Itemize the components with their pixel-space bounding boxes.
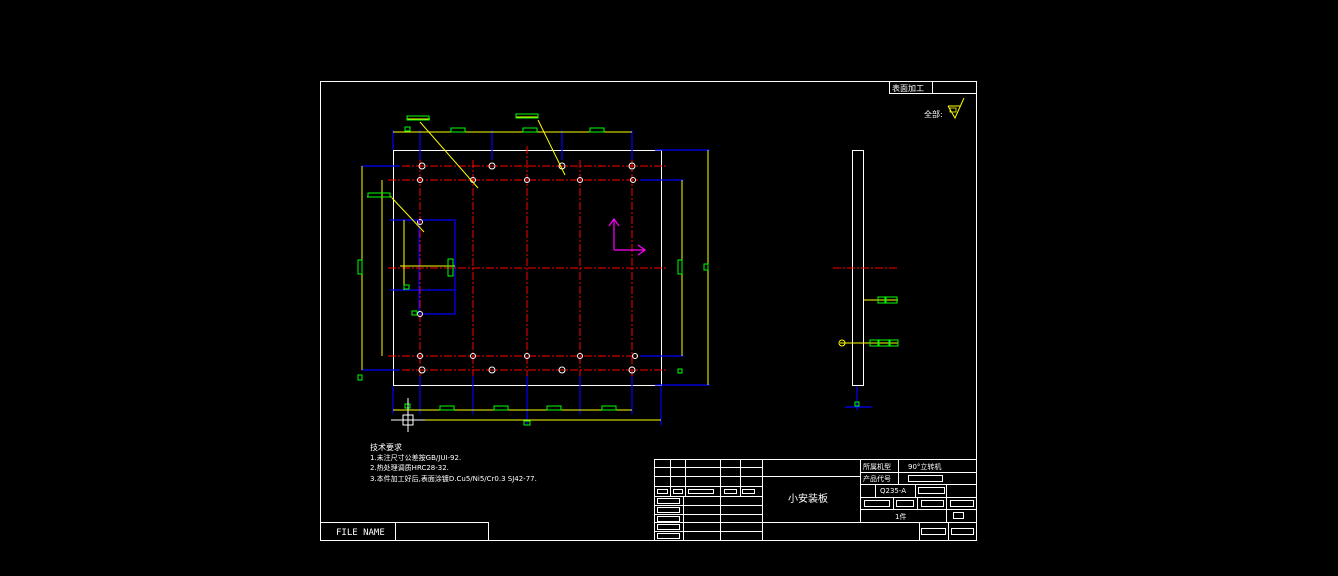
holes [417,162,638,374]
machine-type-value: 90°立转机 [908,462,941,471]
tech-req-item-3: 3.本件加工好后,表面涂镀D.Cu5/Ni5/Cr0.3 SJ42-77. [370,474,537,483]
extension-lines [362,130,710,425]
ucs-axis-icon [608,217,647,256]
sheet-border [320,81,977,541]
origin-marker-icon [391,398,425,432]
part-name: 小安装板 [788,492,828,505]
technical-requirements: 技术要求 1.未注尺寸公差按GB/JUI-92. 2.热处理调质HRC28-32… [370,442,537,483]
side-view [833,150,899,410]
surface-finish-block: 表面加工 全部: [889,81,977,120]
centerlines [388,146,668,390]
surface-finish-header: 表面加工 [892,83,924,93]
dimension-lines [361,116,709,421]
roughness-symbol-icon [947,97,965,120]
left-notch [418,219,456,315]
surface-finish-label: 全部: [924,109,943,119]
dimension-labels [357,113,709,426]
tech-req-item-2: 2.热处理调质HRC28-32. [370,463,449,472]
quantity-value: 1件 [895,512,906,521]
file-name-label: FILE NAME [336,528,385,538]
tech-req-title: 技术要求 [370,442,402,452]
machine-type-label: 所属机型 [863,462,891,471]
product-code-label: 产品代号 [863,474,891,483]
tech-req-item-1: 1.未注尺寸公差按GB/JUI-92. [370,453,461,462]
file-name-block: FILE NAME [320,522,489,541]
title-block [654,459,977,541]
material-value: Q235-A [880,487,906,495]
front-view [357,113,710,432]
